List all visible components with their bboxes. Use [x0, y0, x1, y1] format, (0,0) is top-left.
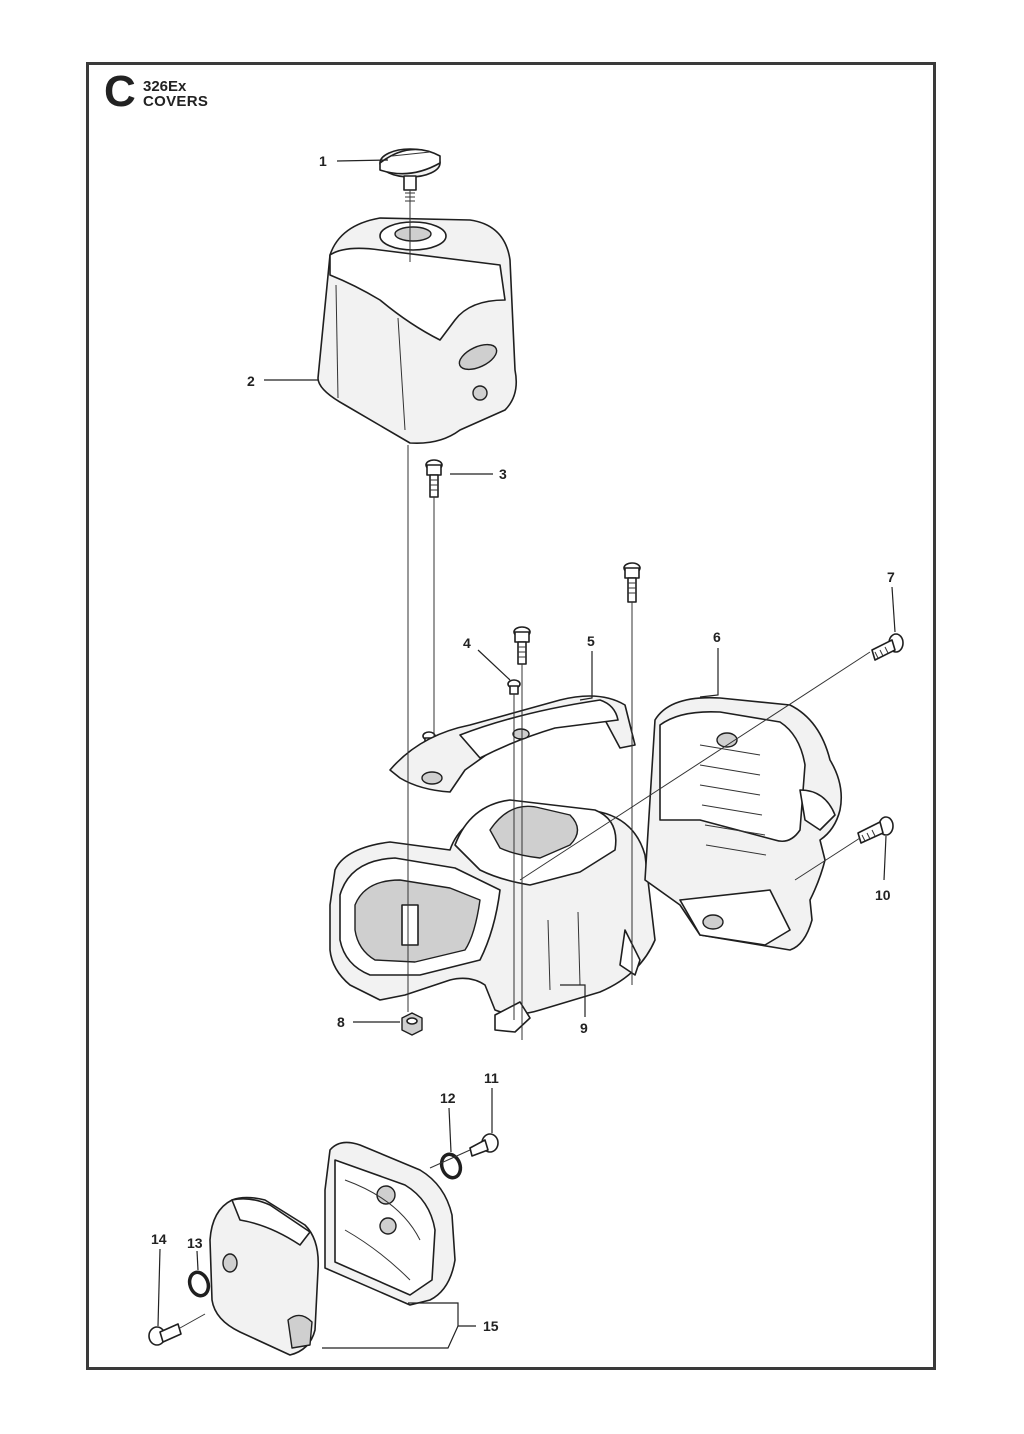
part-14-screw: [148, 1323, 182, 1346]
part-13-o-ring: [187, 1270, 211, 1298]
part-15-side-cover-inner: [324, 1141, 456, 1306]
screw-upper-right: [623, 562, 641, 603]
label-part-6: 6: [713, 629, 721, 645]
part-number-labels: 1 2 3 4 5 6 7 8 9 10 11 12 13 14 15: [151, 153, 895, 1334]
part-10-screw: [857, 816, 894, 844]
part-1-knob: [379, 148, 441, 206]
part-6-cylinder-cover: [644, 696, 843, 951]
section-letter: C: [104, 67, 136, 116]
part-7-screw: [871, 633, 904, 661]
label-part-11: 11: [484, 1070, 499, 1086]
label-part-14: 14: [151, 1231, 167, 1247]
part-11-screw: [469, 1133, 499, 1157]
label-part-12: 12: [440, 1090, 456, 1106]
label-part-15: 15: [483, 1318, 499, 1334]
part-9-lower-cover: [329, 799, 656, 1033]
label-part-13: 13: [187, 1235, 203, 1251]
label-part-3: 3: [499, 466, 507, 482]
leader-lines: [157, 159, 896, 1349]
model-name: 326Ex: [143, 78, 187, 95]
part-5-handle-bracket: [389, 695, 636, 793]
part-2-top-cover: [317, 217, 518, 445]
label-part-8: 8: [337, 1014, 345, 1030]
part-12-o-ring: [439, 1152, 463, 1180]
label-part-5: 5: [587, 633, 595, 649]
part-8-nut: [401, 1012, 423, 1036]
diagram-title: COVERS: [143, 93, 209, 110]
part-15-side-cover-outer: [209, 1196, 320, 1356]
part-4-screw: [422, 626, 531, 749]
assembly-axis-lines: [179, 206, 871, 1329]
part-3-screw: [425, 459, 443, 498]
label-part-4: 4: [463, 635, 471, 651]
page-frame: [86, 62, 936, 1370]
label-part-1: 1: [319, 153, 327, 169]
label-part-9: 9: [580, 1020, 588, 1036]
label-part-10: 10: [875, 887, 891, 903]
label-part-2: 2: [247, 373, 255, 389]
label-part-7: 7: [887, 569, 895, 585]
